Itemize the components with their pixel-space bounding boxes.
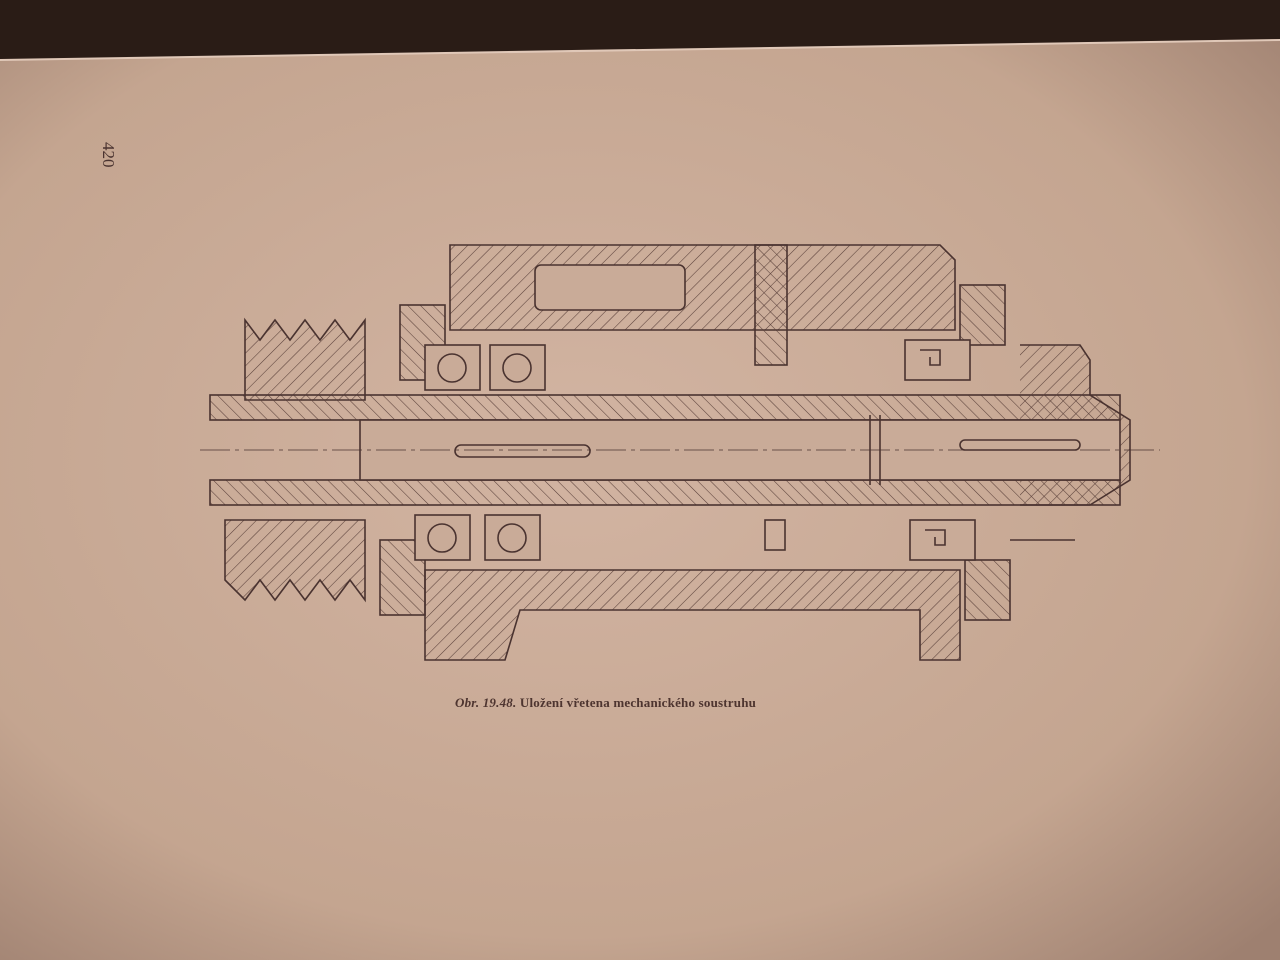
figure-caption: Obr. 19.48. Uložení vřetena mechanického… bbox=[455, 695, 756, 711]
page-number: 420 bbox=[99, 142, 118, 168]
caption-label: Obr. 19.48. bbox=[455, 695, 517, 710]
bearing-icons bbox=[414, 339, 976, 561]
caption-text: Uložení vřetena mechanického soustruhu bbox=[519, 695, 757, 710]
spindle-drawing bbox=[200, 244, 1160, 661]
